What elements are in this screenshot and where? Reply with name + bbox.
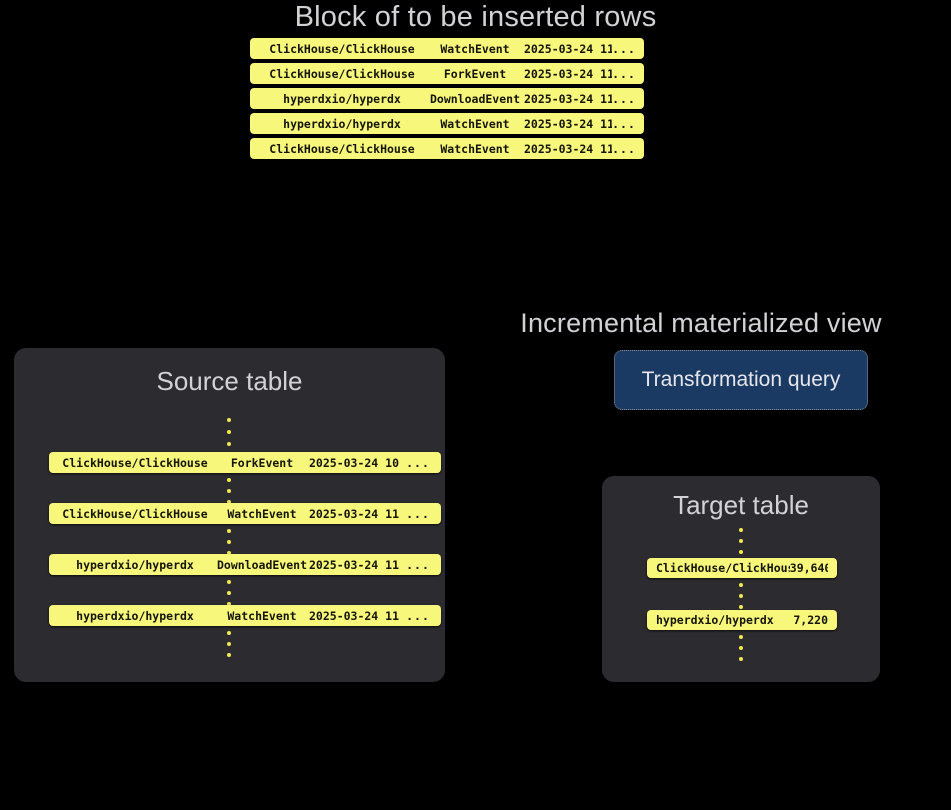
row-event: ForkEvent <box>230 455 294 470</box>
row-repo: ClickHouse/ClickHouse <box>62 455 208 470</box>
row-count: 7,220 <box>793 613 828 627</box>
row-event: WatchEvent <box>227 506 297 521</box>
ellipsis-dots <box>227 529 231 555</box>
block-row: hyperdxio/hyperdx WatchEvent 2025-03-24 … <box>250 113 644 134</box>
block-row: ClickHouse/ClickHouse ForkEvent 2025-03-… <box>250 63 644 84</box>
row-event: WatchEvent <box>440 41 510 56</box>
row-repo: ClickHouse/ClickHouse <box>269 66 415 81</box>
row-repo: hyperdxio/hyperdx <box>76 557 194 572</box>
ellipsis-dots <box>739 635 743 661</box>
row-more: ... <box>612 116 636 131</box>
ellipsis-dots <box>227 418 231 446</box>
row-timestamp: 2025-03-24 10:25:00 <box>309 455 401 470</box>
row-repo: hyperdxio/hyperdx <box>76 608 194 623</box>
ellipsis-dots <box>227 478 231 504</box>
source-table-row: hyperdxio/hyperdx DownloadEvent 2025-03-… <box>49 554 441 575</box>
row-timestamp: 2025-03-24 11:35:40 <box>524 41 612 56</box>
row-timestamp: 2025-03-24 11:20:12 <box>309 557 401 572</box>
source-table-row: ClickHouse/ClickHouse WatchEvent 2025-03… <box>49 503 441 524</box>
materialized-view-title: Incremental materialized view <box>520 308 882 338</box>
ellipsis-dots <box>739 583 743 609</box>
row-timestamp: 2025-03-24 11:35:48 <box>524 91 612 106</box>
target-table-title: Target table <box>673 490 809 520</box>
row-event: ForkEvent <box>443 66 507 81</box>
transformation-query-box[interactable]: Transformation query <box>614 350 868 410</box>
row-event: DownloadEvent <box>429 91 520 106</box>
row-more: ... <box>406 608 430 623</box>
row-more: ... <box>612 91 636 106</box>
block-of-rows-title: Block of to be inserted rows <box>294 1 657 33</box>
block-row: hyperdxio/hyperdx DownloadEvent 2025-03-… <box>250 88 644 109</box>
row-repo: ClickHouse/ClickHouse <box>269 41 415 56</box>
ellipsis-dots <box>227 580 231 606</box>
row-event: WatchEvent <box>440 116 510 131</box>
ellipsis-dots <box>739 528 743 554</box>
target-table-row: ClickHouse/ClickHouse 39,640 <box>647 558 837 578</box>
row-count: 39,640 <box>789 561 828 575</box>
row-repo: ClickHouse/ClickHouse <box>656 561 790 575</box>
row-event: WatchEvent <box>440 141 510 156</box>
row-more: ... <box>612 66 636 81</box>
block-row: ClickHouse/ClickHouse WatchEvent 2025-03… <box>250 38 644 59</box>
row-repo: hyperdxio/hyperdx <box>656 613 774 627</box>
row-more: ... <box>406 455 430 470</box>
row-timestamp: 2025-03-24 11:35:44 <box>524 66 612 81</box>
row-timestamp: 2025-03-24 11:32:54 <box>309 506 401 521</box>
source-table-title: Source table <box>156 366 303 396</box>
transformation-query-label: Transformation query <box>641 368 841 391</box>
target-table-row: hyperdxio/hyperdx 7,220 <box>647 610 837 630</box>
row-timestamp: 2025-03-24 11:28:32 <box>309 608 401 623</box>
row-more: ... <box>406 506 430 521</box>
row-repo: ClickHouse/ClickHouse <box>62 506 208 521</box>
block-of-rows-group: ClickHouse/ClickHouse WatchEvent 2025-03… <box>250 38 644 163</box>
source-table-row: ClickHouse/ClickHouse ForkEvent 2025-03-… <box>49 452 441 473</box>
row-more: ... <box>612 41 636 56</box>
block-row: ClickHouse/ClickHouse WatchEvent 2025-03… <box>250 138 644 159</box>
source-table-panel: Source table ClickHouse/ClickHouse ForkE… <box>14 348 445 682</box>
row-event: WatchEvent <box>227 608 297 623</box>
ellipsis-dots <box>227 631 231 657</box>
row-repo: hyperdxio/hyperdx <box>283 91 401 106</box>
row-more: ... <box>406 557 430 572</box>
source-table-row: hyperdxio/hyperdx WatchEvent 2025-03-24 … <box>49 605 441 626</box>
row-repo: ClickHouse/ClickHouse <box>269 141 415 156</box>
row-timestamp: 2025-03-24 11:35:54 <box>524 141 612 156</box>
target-table-panel: Target table ClickHouse/ClickHouse 39,64… <box>602 476 880 682</box>
row-repo: hyperdxio/hyperdx <box>283 116 401 131</box>
row-event: DownloadEvent <box>216 557 307 572</box>
row-timestamp: 2025-03-24 11:35:52 <box>524 116 612 131</box>
row-more: ... <box>612 141 636 156</box>
